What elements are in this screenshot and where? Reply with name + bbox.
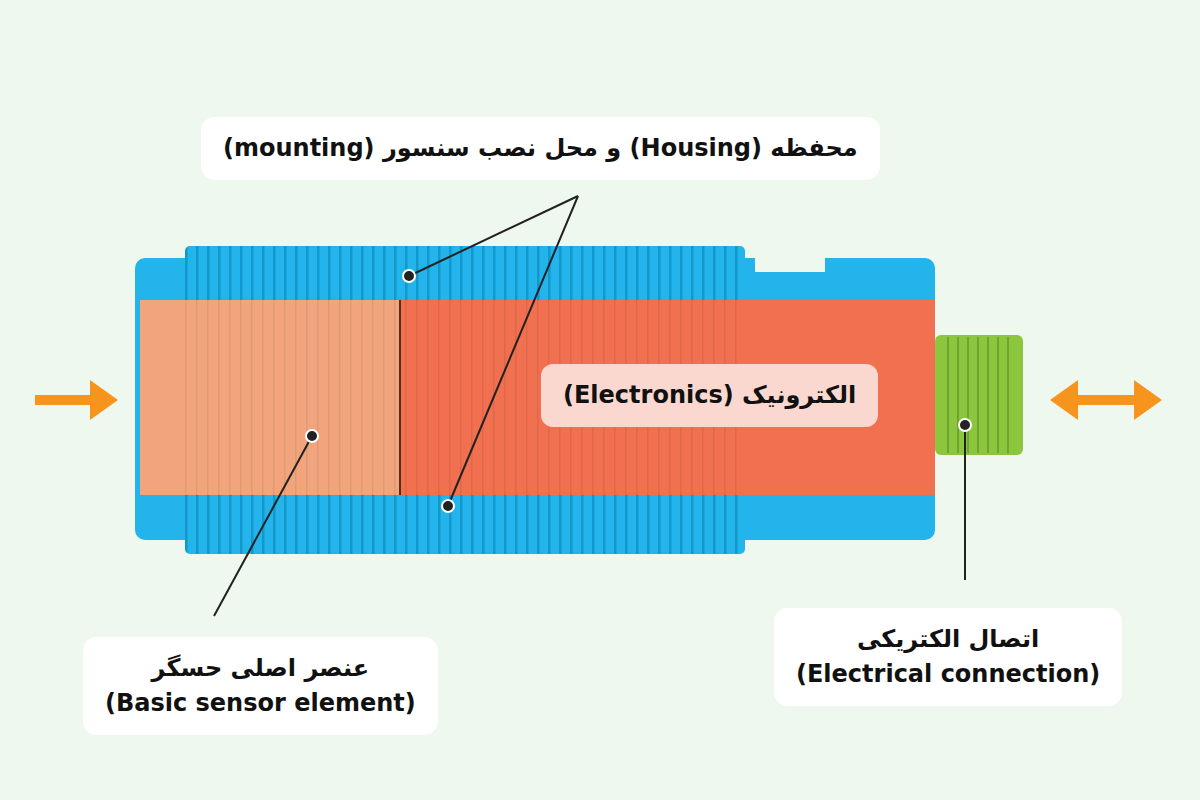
callout-box: عنصر اصلی حسگر(Basic sensor element) <box>83 637 438 735</box>
label-text: اتصال الکتریکی <box>796 622 1100 657</box>
divider <box>399 300 401 495</box>
leader-dot <box>306 270 971 512</box>
io-arrow <box>1050 380 1162 420</box>
connector-ribs <box>948 337 1008 453</box>
label-text: عنصر اصلی حسگر <box>105 651 416 686</box>
label-text: الکترونیک (Electronics) <box>563 378 856 413</box>
housing-notch <box>755 256 825 272</box>
label-text: (Basic sensor element) <box>105 686 416 721</box>
label-text: محفظه (Housing) و محل نصب سنسور (mountin… <box>223 131 858 166</box>
part-label: الکترونیک (Electronics) <box>541 364 878 427</box>
callout-box: محفظه (Housing) و محل نصب سنسور (mountin… <box>201 117 880 180</box>
label-text: (Electrical connection) <box>796 657 1100 692</box>
input-arrow <box>35 380 118 420</box>
electrical-connector <box>935 335 1023 455</box>
callout-box: اتصال الکتریکی(Electrical connection) <box>774 608 1122 706</box>
leader-line <box>214 196 965 616</box>
